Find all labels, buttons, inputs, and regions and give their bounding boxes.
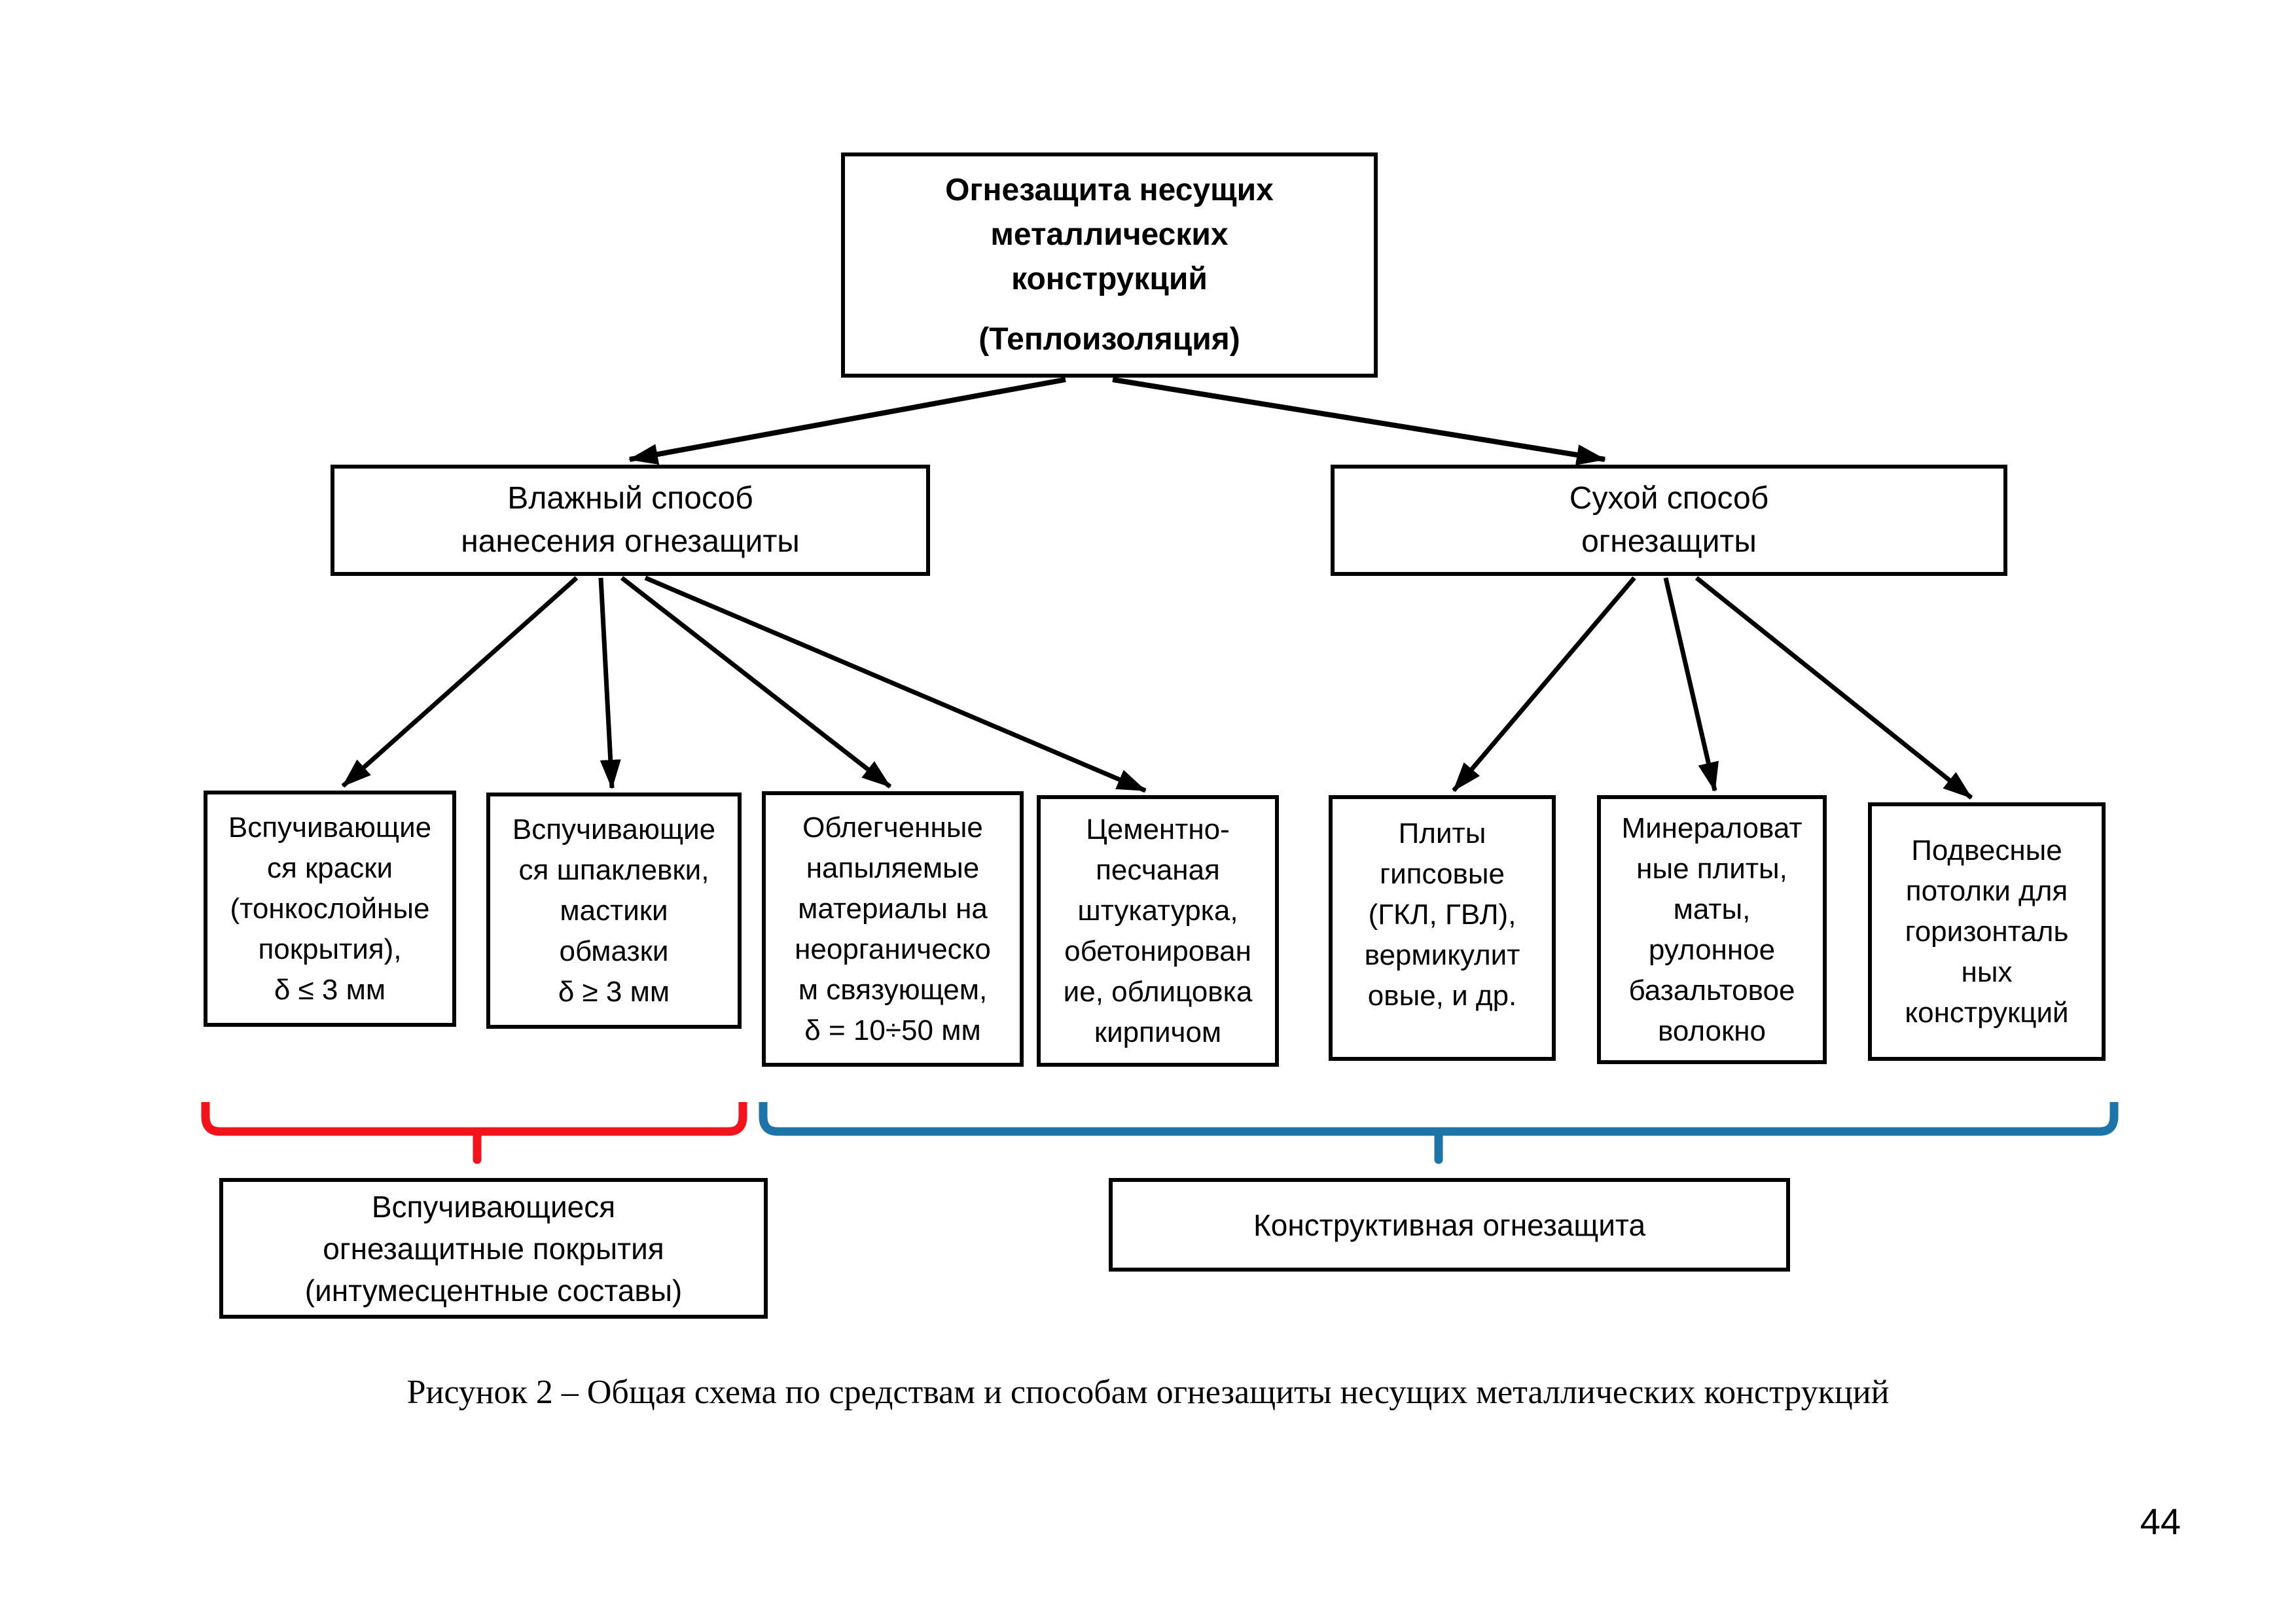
arrow-wet-to-plaster: [644, 575, 1147, 793]
node-wet-method: Влажный способ нанесения огнезащиты: [331, 465, 930, 576]
page-number: 44: [2140, 1501, 2181, 1542]
arrow-wet-to-paints: [341, 576, 579, 788]
arrow-wet-to-sprayed: [620, 576, 892, 789]
arrow-dry-to-boards: [1452, 576, 1636, 793]
arrow-dry-to-ceilings: [1695, 576, 1973, 800]
arrow-wet-to-putties: [598, 577, 621, 789]
node-intumescent-paints: Вспучивающие ся краски (тонкослойные пок…: [204, 791, 456, 1027]
node-group-constructive-protection: Конструктивная огнезащита: [1109, 1178, 1790, 1272]
figure-caption: Рисунок 2 – Общая схема по средствам и с…: [406, 1374, 1890, 1411]
leaf-label: Облегченные напыляемые материалы на неор…: [795, 811, 991, 1046]
node-lightweight-sprayed-materials: Облегченные напыляемые материалы на неор…: [762, 791, 1024, 1067]
arrow-root-to-wet: [628, 377, 1066, 465]
node-mineral-wool: Минераловат ные плиты, маты, рулонное ба…: [1597, 795, 1827, 1064]
node-fire-protection-root: Огнезащита несущих металлических констру…: [841, 152, 1378, 378]
node-cement-sand-plaster: Цементно- песчаная штукатурка, обетониро…: [1037, 795, 1279, 1067]
leaf-label: Плиты гипсовые (ГКЛ, ГВЛ), вермикулит ов…: [1364, 817, 1520, 1012]
intumescent-brace: [201, 1102, 747, 1136]
leaf-label: Вспучивающие ся шпаклевки, мастики обмаз…: [512, 813, 716, 1008]
group-label: Конструктивная огнезащита: [1253, 1207, 1646, 1242]
arrow-dry-to-mineral: [1663, 577, 1719, 792]
group-label: Вспучивающиеся огнезащитные покрытия (ин…: [304, 1189, 683, 1308]
wet-method-label: Влажный способ нанесения огнезащиты: [461, 481, 800, 559]
leaf-label: Подвесные потолки для горизонталь ных ко…: [1905, 834, 2069, 1029]
leaf-label: Минераловат ные плиты, маты, рулонное ба…: [1621, 812, 1803, 1047]
node-intumescent-putties: Вспучивающие ся шпаклевки, мастики обмаз…: [486, 793, 742, 1029]
dry-method-label: Сухой способ огнезащиты: [1569, 481, 1769, 559]
node-gypsum-boards: Плиты гипсовые (ГКЛ, ГВЛ), вермикулит ов…: [1329, 795, 1556, 1061]
leaf-label: Вспучивающие ся краски (тонкослойные пок…: [228, 811, 432, 1006]
node-dry-method: Сухой способ огнезащиты: [1331, 465, 2007, 576]
root-title: Огнезащита несущих металлических констру…: [945, 173, 1274, 296]
root-subtitle: (Теплоизоляция): [978, 322, 1240, 357]
node-suspended-ceilings: Подвесные потолки для горизонталь ных ко…: [1868, 802, 2106, 1061]
arrow-root-to-dry: [1112, 377, 1606, 465]
leaf-label: Цементно- песчаная штукатурка, обетониро…: [1063, 813, 1253, 1048]
constructive-brace: [759, 1102, 2119, 1136]
node-group-intumescent-coatings: Вспучивающиеся огнезащитные покрытия (ин…: [219, 1178, 768, 1319]
